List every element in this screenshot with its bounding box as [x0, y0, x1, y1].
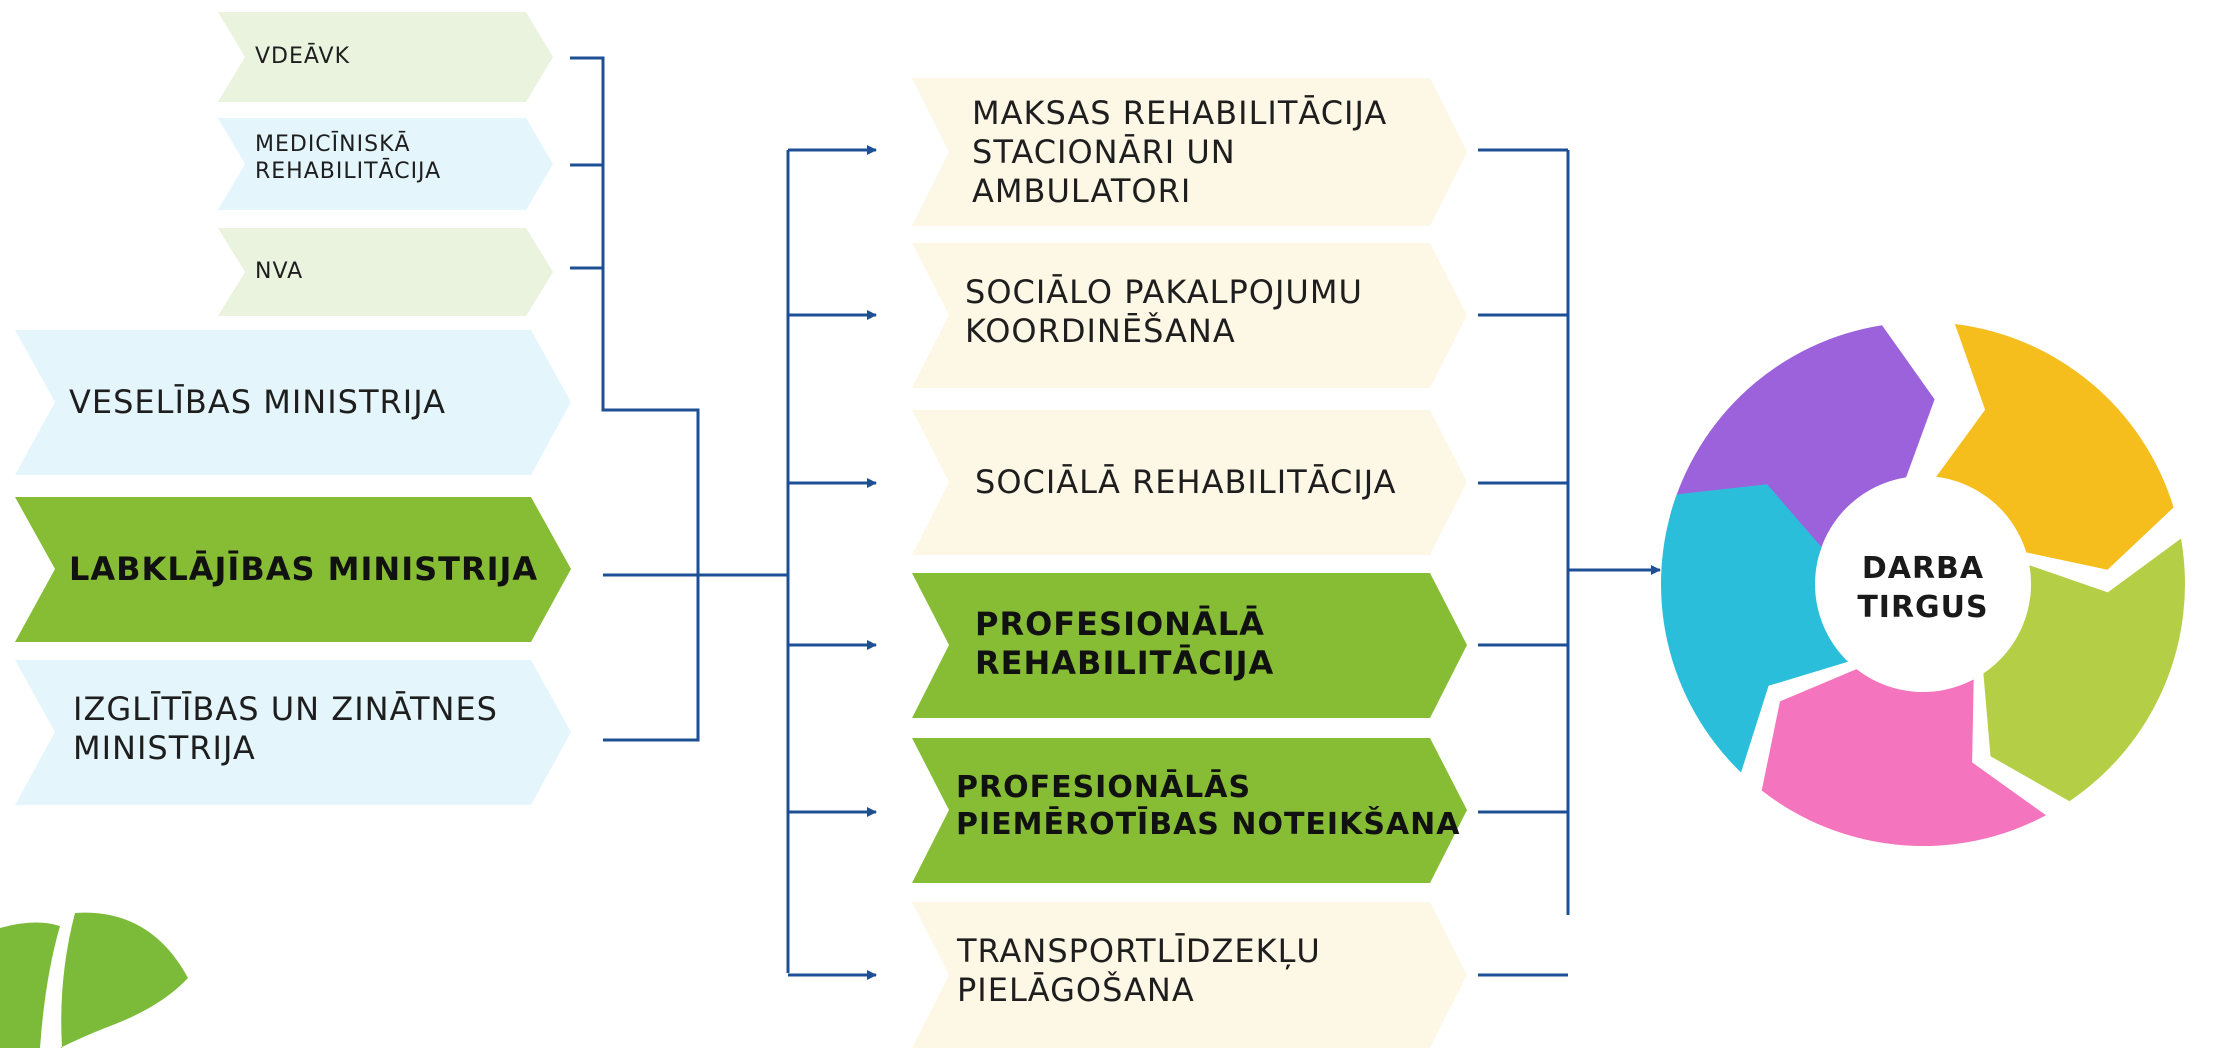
chevron-shape [912, 410, 1467, 555]
chevron-shape [912, 573, 1467, 718]
logo-leaf-right [60, 912, 188, 1048]
chevron-shape [912, 78, 1467, 226]
chevron-shape [15, 660, 571, 805]
service-sociala-rehabilitacija: SOCIĀLĀ REHABILITĀCIJA [912, 410, 1467, 555]
service-label: SOCIĀLĀ REHABILITĀCIJA [975, 463, 1397, 501]
chevron-shape [912, 738, 1467, 883]
cycle-segment-2 [1936, 324, 2174, 570]
cycle-center-label: DARBA TIRGUS [1857, 551, 1989, 625]
logo-leaf-left [0, 922, 60, 1048]
chevron-shape [15, 497, 571, 642]
connector-sub-agencies [570, 56, 700, 742]
ministry-labklajibas: LABKLĀJĪBAS MINISTRIJA [15, 497, 571, 642]
service-label: SOCIĀLO PAKALPOJUMU KOORDINĒŠANA [965, 273, 1363, 351]
chevron-shape [912, 243, 1467, 388]
sub-agency-label: VDEĀVK [255, 44, 351, 69]
service-label: PROFESIONĀLĀS PIEMĒROTĪBAS NOTEIKŠANA [956, 770, 1461, 842]
service-profesionala-rehabilitacija: PROFESIONĀLĀ REHABILITĀCIJA [912, 573, 1467, 718]
service-label: PROFESIONĀLĀ REHABILITĀCIJA [975, 605, 1275, 683]
chevron-shape [15, 330, 571, 475]
chevron-shape [218, 118, 553, 210]
cycle-segment-5 [1660, 484, 1848, 773]
sub-agency-label: MEDICĪNISKĀ REHABILITĀCIJA [255, 132, 442, 184]
sub-agency-label: NVA [255, 259, 304, 284]
service-transportlidzeklu: TRANSPORTLĪDZEKĻU PIELĀGOŠANA [912, 902, 1467, 1048]
ministry-label: LABKLĀJĪBAS MINISTRIJA [69, 550, 539, 588]
service-profesionalas-piemerotibas: PROFESIONĀLĀS PIEMĒROTĪBAS NOTEIKŠANA [912, 738, 1467, 883]
sub-agency-nva: NVA [218, 228, 553, 316]
ministry-label: VESELĪBAS MINISTRIJA [69, 383, 446, 421]
service-label: MAKSAS REHABILITĀCIJA STACIONĀRI UN AMBU… [972, 94, 1388, 211]
ministry-label: IZGLĪTĪBAS UN ZINĀTNES MINISTRIJA [73, 690, 498, 768]
service-label: TRANSPORTLĪDZEKĻU PIELĀGOŠANA [957, 932, 1321, 1010]
ministry-izglitibas: IZGLĪTĪBAS UN ZINĀTNES MINISTRIJA [15, 660, 571, 805]
chevron-shape [218, 228, 553, 316]
cycle-center-disc [1831, 492, 2015, 676]
ministry-veselibas: VESELĪBAS MINISTRIJA [15, 330, 571, 475]
service-maksas-rehabilitacija: MAKSAS REHABILITĀCIJA STACIONĀRI UN AMBU… [912, 78, 1467, 226]
chevron-shape [218, 12, 553, 102]
chevron-shape [912, 902, 1467, 1048]
cycle-segment-3 [1983, 538, 2185, 802]
service-socialo-pakalpojumu: SOCIĀLO PAKALPOJUMU KOORDINĒŠANA [912, 243, 1467, 388]
sub-agency-vdeavk: VDEĀVK [218, 12, 553, 102]
logo-icon [0, 912, 188, 1048]
cycle-segment-4 [1761, 669, 2046, 846]
sub-agency-medicina: MEDICĪNISKĀ REHABILITĀCIJA [218, 118, 553, 210]
